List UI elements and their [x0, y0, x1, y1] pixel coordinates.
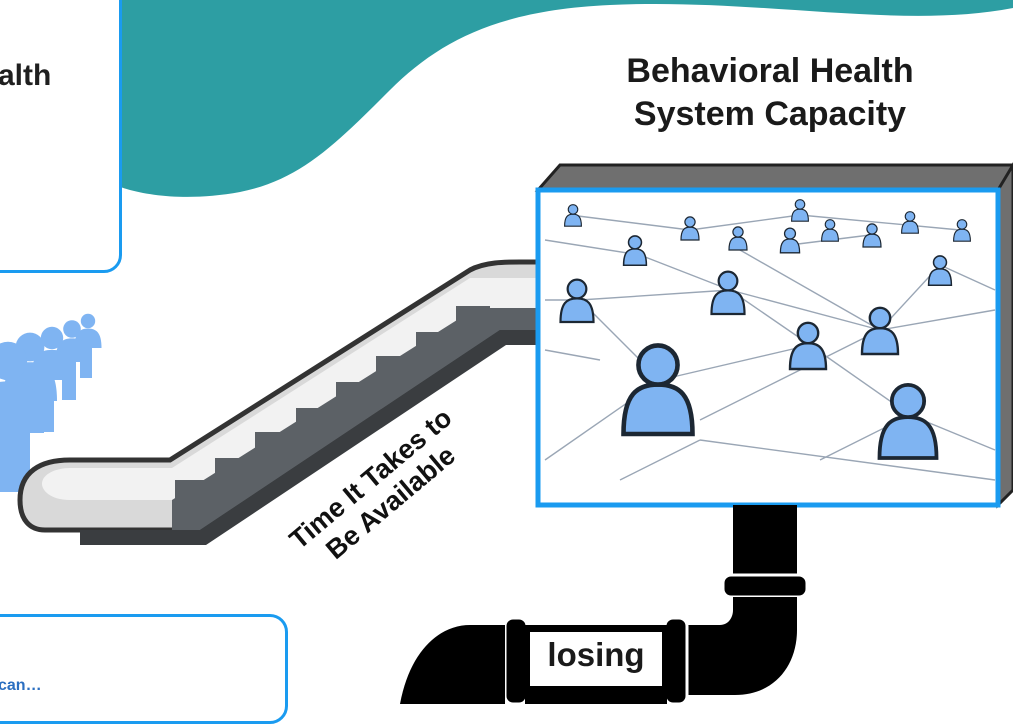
top-left-box: [0, 0, 122, 273]
capacity-title-line1: Behavioral Health: [626, 52, 914, 90]
top-left-box-text: alth: [0, 59, 52, 92]
teal-wave-background: [115, 0, 1013, 197]
bottom-left-box: [0, 614, 288, 724]
escalator-icon: [17, 259, 551, 545]
capacity-box: [534, 162, 1013, 509]
pipe-label: losing: [547, 636, 645, 673]
diagram-drawing: [0, 162, 1013, 704]
capacity-title-line2: System Capacity: [633, 95, 907, 133]
bottom-left-box-text: can…: [0, 677, 42, 694]
pipe-label-box: [528, 630, 664, 688]
capacity-title: Behavioral Health System Capacity: [560, 50, 980, 136]
queue-people-icon: [0, 313, 102, 492]
